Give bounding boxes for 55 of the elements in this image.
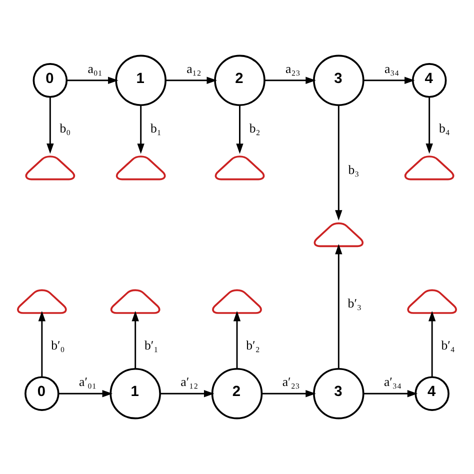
edge-label: a₃₄ [384,62,400,76]
arrow [428,310,436,378]
edge-label: b′₁ [144,338,158,352]
node-circle: 2 [214,54,266,106]
edge-label: a₁₂ [186,62,202,76]
edge-label: b₁ [150,121,162,136]
node-circle: 0 [32,63,68,98]
arrow [58,390,113,398]
picture [25,156,76,180]
edge-label: b′₂ [246,338,260,352]
edge-label: a′₀₁ [79,375,96,390]
picture [17,289,67,314]
node-circle: 4 [414,376,450,412]
edge-label: a₂₃ [286,62,300,76]
node-circle: 0 [24,376,60,412]
arrow [46,97,54,154]
node-circle: 1 [110,368,161,420]
arrow [363,390,418,398]
arrow [233,310,241,369]
node-circle: 1 [115,54,166,106]
arrow [38,310,46,378]
edge-label: b₀ [60,121,71,136]
picture [214,156,265,180]
edge-label: a′₃₄ [384,375,402,390]
node-circle: 3 [313,368,364,420]
picture [404,156,454,180]
arrow [335,105,342,220]
arrow [363,76,415,84]
picture [407,289,457,314]
node-circle: 2 [211,368,263,420]
picture [116,156,166,180]
picture [314,222,364,248]
arrow [66,76,118,84]
edge-label: b₄ [438,121,450,136]
arrow [335,244,342,369]
edge-label: b₂ [249,121,260,136]
edge-label: b₃ [348,162,360,177]
picture [212,289,262,314]
node-circle: 4 [412,63,447,98]
edge-label: b′₀ [51,338,65,352]
edge-label: a′₁₂ [180,375,198,390]
picture [110,289,160,314]
edge-label: b′₃ [348,296,362,311]
arrow [262,390,316,398]
edge-label: a′₂₃ [282,375,300,390]
arrow [236,105,244,154]
arrow [264,76,316,84]
arrow [426,97,433,154]
node-circle: 3 [313,54,364,106]
edge-label: a₀₁ [88,62,102,76]
arrow [160,390,214,398]
edge-label: b′₄ [441,338,455,352]
arrow [137,105,144,154]
arrow [132,310,139,369]
arrow [166,76,218,84]
